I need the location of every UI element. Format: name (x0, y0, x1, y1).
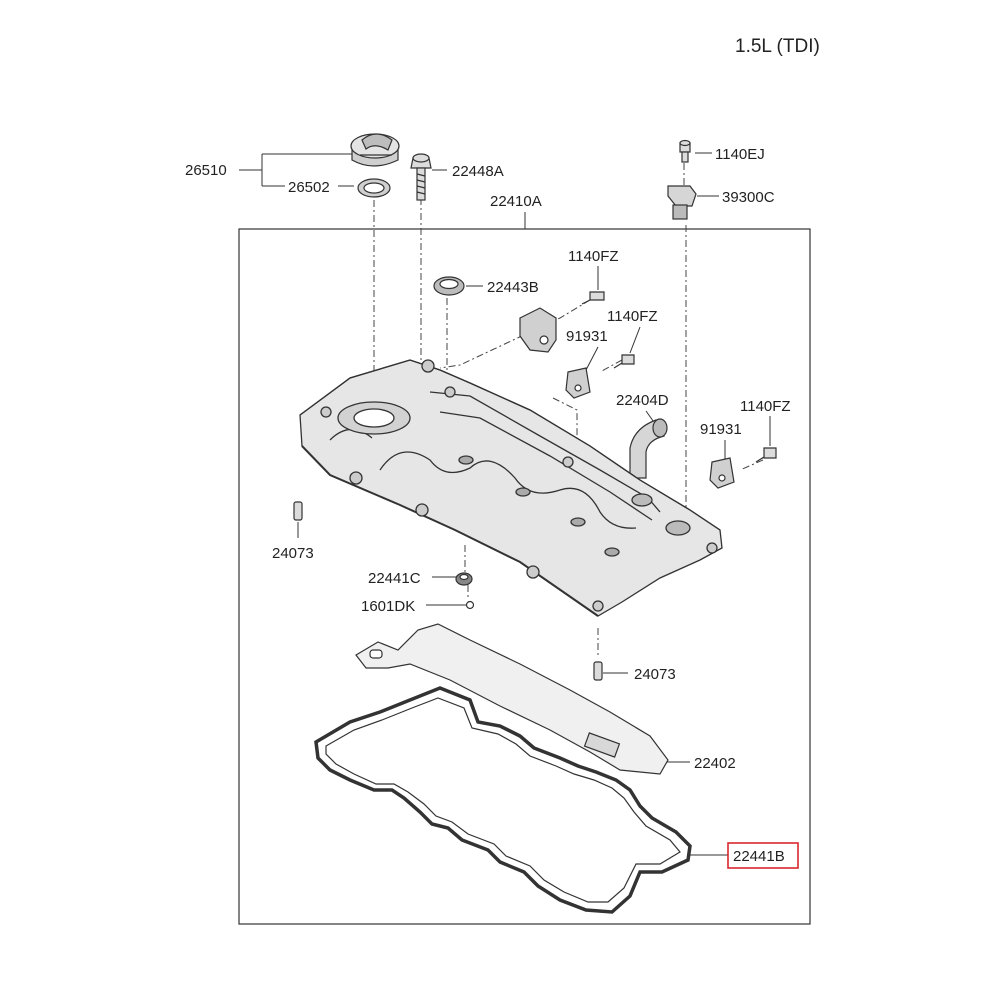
dowel-pin-parts (293, 501, 603, 681)
harness-clip-parts (565, 367, 735, 489)
grommet-and-plug-parts (455, 572, 475, 610)
rocker-cover-gasket-part (314, 686, 692, 914)
part-label-1601DK[interactable]: 1601DK (361, 598, 415, 615)
highlight-box (727, 842, 799, 869)
part-label-1140EJ[interactable]: 1140EJ (715, 146, 765, 163)
part-label-24073-b[interactable]: 24073 (634, 666, 676, 683)
part-label-91931-b[interactable]: 91931 (700, 421, 742, 438)
part-label-91931-a[interactable]: 91931 (566, 328, 608, 345)
part-label-22448A[interactable]: 22448A (452, 163, 504, 180)
oil-filler-cap-part (350, 133, 400, 167)
filler-cap-gasket-part (357, 178, 391, 198)
part-label-1140FZ-b[interactable]: 1140FZ (607, 308, 658, 325)
part-label-1140FZ-c[interactable]: 1140FZ (740, 398, 791, 415)
part-label-22410A[interactable]: 22410A (490, 193, 542, 210)
bracket-bolt-parts (581, 291, 777, 463)
leader-lines (239, 152, 771, 856)
camshaft-sensor-part (667, 185, 697, 220)
part-label-22443B[interactable]: 22443B (487, 279, 539, 296)
part-label-26502[interactable]: 26502 (288, 179, 330, 196)
part-label-22402[interactable]: 22402 (694, 755, 736, 772)
part-label-24073-a[interactable]: 24073 (272, 545, 314, 562)
cover-gasket-plate-part (355, 623, 669, 775)
cover-bolt-part (410, 153, 432, 201)
engine-label: 1.5L (TDI) (735, 36, 820, 57)
cylinder-head-cover-part (299, 359, 723, 617)
part-label-22441B[interactable]: 22441B (733, 848, 785, 865)
part-labels: 26510 26502 22448A 22410A 1140EJ 39300C … (185, 146, 799, 869)
part-label-1140FZ-a[interactable]: 1140FZ (568, 248, 619, 265)
part-label-26510[interactable]: 26510 (185, 162, 227, 179)
part-label-39300C[interactable]: 39300C (722, 189, 775, 206)
breather-hose-part (629, 418, 668, 479)
oil-seal-part (433, 276, 465, 296)
harness-bracket-part (519, 307, 557, 353)
sensor-bolt-part (679, 139, 691, 163)
part-label-22404D[interactable]: 22404D (616, 392, 669, 409)
part-label-22441C[interactable]: 22441C (368, 570, 421, 587)
